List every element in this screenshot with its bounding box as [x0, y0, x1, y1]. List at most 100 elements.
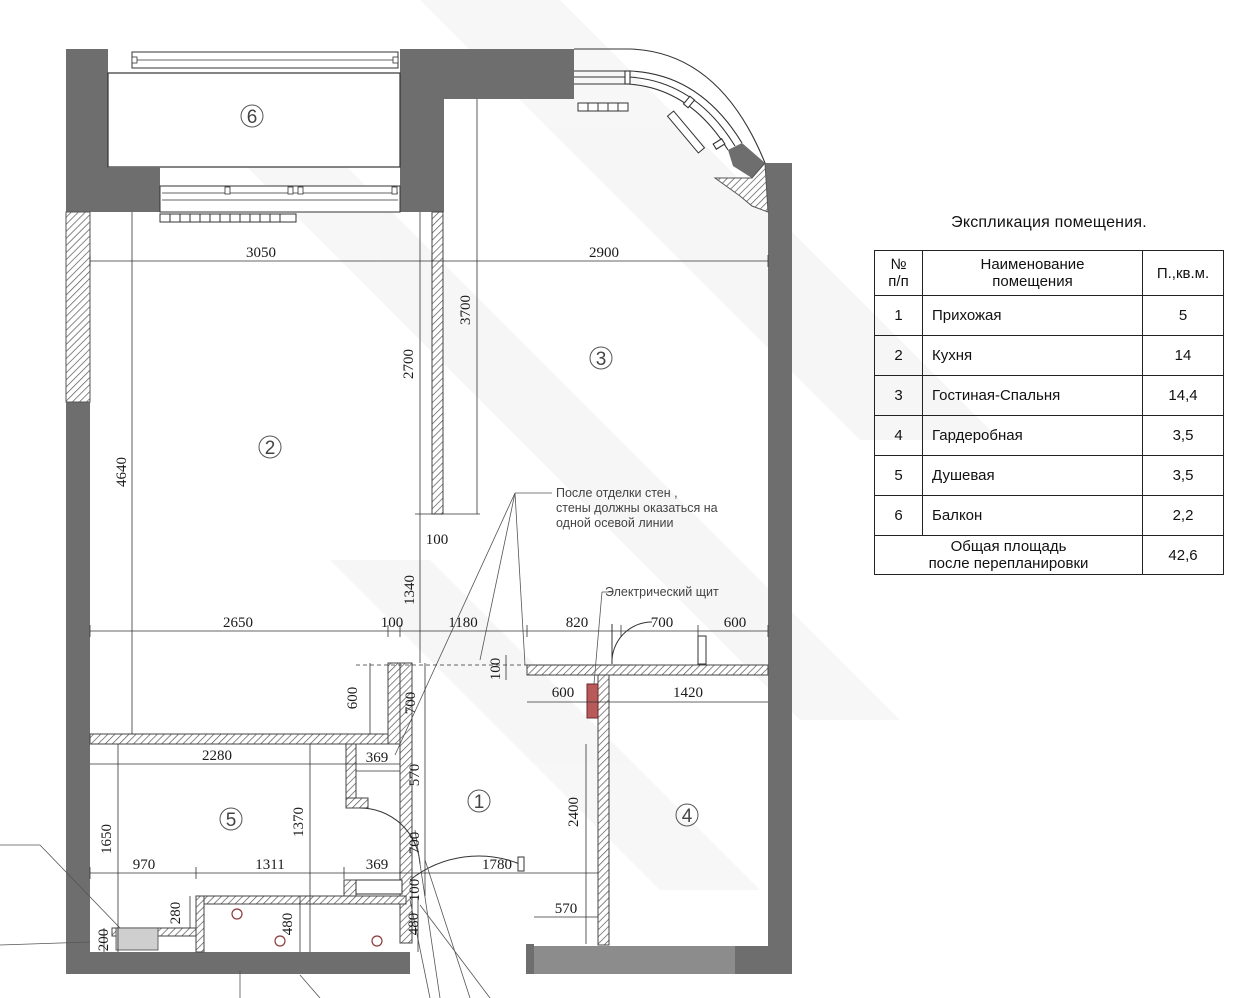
- watermark: [230, 0, 1000, 890]
- room-3-label: 3: [589, 346, 613, 370]
- dim-1650: 1650: [99, 824, 115, 854]
- dim-1180: 1180: [448, 615, 477, 631]
- svg-text:2: 2: [265, 438, 276, 459]
- dim-1311: 1311: [255, 857, 284, 873]
- row-name: Кухня: [922, 335, 1143, 376]
- row-area: 2,2: [1142, 495, 1224, 536]
- entrance-threshold: [534, 946, 735, 974]
- table-row: 2 Кухня 14: [874, 335, 1224, 376]
- dim-570-a: 570: [407, 764, 423, 787]
- dim-700-a: 700: [651, 615, 674, 631]
- dim-2280: 2280: [202, 748, 232, 764]
- dim-480-a: 480: [280, 913, 296, 936]
- dim-1780: 1780: [482, 857, 512, 873]
- dim-600-b: 600: [552, 685, 575, 701]
- explication-title: Экспликация помещения.: [951, 214, 1147, 231]
- dim-700-b: 700: [403, 692, 419, 715]
- table-row: 4 Гардеробная 3,5: [874, 415, 1224, 456]
- svg-text:6: 6: [247, 107, 258, 128]
- dim-3050: 3050: [246, 245, 276, 261]
- dim-600-c: 600: [345, 687, 361, 710]
- room-5-label: 5: [219, 807, 243, 831]
- dim-100-d: 100: [407, 879, 423, 902]
- dim-1370: 1370: [291, 807, 307, 837]
- total-area: 42,6: [1142, 535, 1224, 575]
- table-row: 6 Балкон 2,2: [874, 495, 1224, 536]
- room-1-label: 1: [467, 789, 491, 813]
- dimension-labels: 3050 2900 3700 2700 4640 100 1340 2650 1…: [96, 245, 746, 951]
- dim-280: 280: [168, 902, 184, 925]
- row-name: Гардеробная: [922, 415, 1143, 456]
- row-name: Прихожая: [922, 295, 1143, 336]
- electric-panel-note: Электрический щит: [605, 585, 719, 599]
- bay-column: [728, 143, 765, 178]
- wall-alignment-note: После отделки стен , стены должны оказат…: [556, 486, 718, 530]
- dim-970: 970: [133, 857, 156, 873]
- dim-570-b: 570: [555, 901, 578, 917]
- dim-2400: 2400: [566, 797, 582, 827]
- bay-window: [574, 48, 766, 164]
- row-name: Балкон: [922, 495, 1143, 536]
- row-name: Гостиная-Спальня: [922, 375, 1143, 416]
- dim-600-a: 600: [724, 615, 747, 631]
- door-swings: [355, 621, 707, 895]
- partitions: [89, 211, 769, 953]
- outer-walls: [66, 49, 792, 974]
- bay-column-hatch: [713, 161, 769, 213]
- dim-700-c: 700: [407, 832, 423, 855]
- dim-2650: 2650: [223, 615, 253, 631]
- svg-text:стены должны оказаться на: стены должны оказаться на: [556, 501, 718, 515]
- dim-2700: 2700: [401, 349, 417, 379]
- dim-820: 820: [566, 615, 589, 631]
- window-sill-left: [65, 211, 91, 403]
- dim-2900: 2900: [589, 245, 619, 261]
- plumbing-fixtures: [231, 908, 383, 947]
- row-area: 5: [1142, 295, 1224, 336]
- row-area: 3,5: [1142, 455, 1224, 496]
- row-name: Душевая: [922, 455, 1143, 496]
- dim-369-a: 369: [366, 750, 389, 766]
- row-number: 3: [874, 375, 923, 416]
- radiators: [159, 102, 706, 223]
- electric-panel: [586, 683, 599, 719]
- svg-text:4: 4: [682, 806, 693, 827]
- room-4-label: 4: [675, 803, 699, 827]
- row-number: 2: [874, 335, 923, 376]
- row-number: 4: [874, 415, 923, 456]
- dim-480-b: 480: [406, 913, 422, 936]
- dim-100-c: 100: [488, 658, 504, 681]
- dim-1420: 1420: [673, 685, 703, 701]
- row-number: 5: [874, 455, 923, 496]
- shower-tray: [115, 927, 159, 951]
- balcony-block: [107, 51, 401, 213]
- room-2-label: 2: [258, 435, 282, 459]
- row-number: 1: [874, 295, 923, 336]
- dim-100-a: 100: [426, 532, 449, 548]
- dim-200: 200: [96, 929, 112, 952]
- dim-3700: 3700: [458, 295, 474, 325]
- dim-100-b: 100: [381, 615, 404, 631]
- row-area: 14,4: [1142, 375, 1224, 416]
- svg-text:5: 5: [226, 810, 237, 831]
- leader-lines: [0, 492, 612, 998]
- row-area: 3,5: [1142, 415, 1224, 456]
- room-6-label: 6: [240, 104, 264, 128]
- room-labels: 1 2 3 4 5 6: [219, 104, 699, 831]
- table-row: 5 Душевая 3,5: [874, 455, 1224, 496]
- row-area: 14: [1142, 335, 1224, 376]
- dim-1340: 1340: [402, 575, 418, 605]
- dimension-lines: [89, 99, 769, 952]
- table-row: 3 Гостиная-Спальня 14,4: [874, 375, 1224, 416]
- svg-text:1: 1: [474, 792, 485, 813]
- dim-4640: 4640: [114, 457, 130, 487]
- header-area: П.,кв.м.: [1142, 250, 1224, 296]
- table-row: 1 Прихожая 5: [874, 295, 1224, 336]
